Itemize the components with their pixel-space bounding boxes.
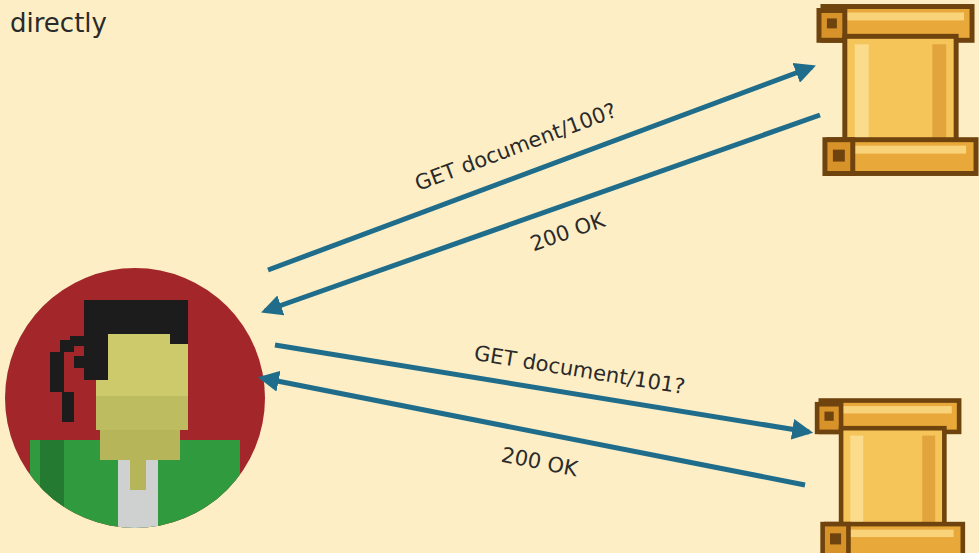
request-label: GET document/100? [412,98,620,195]
request-arrows [262,67,820,485]
document-icon [817,401,963,553]
document-icon [819,7,976,174]
slide-title: directly [10,8,107,38]
request-label: GET document/101? [473,341,687,399]
user-avatar [5,268,265,540]
response-label: 200 OK [500,443,580,481]
